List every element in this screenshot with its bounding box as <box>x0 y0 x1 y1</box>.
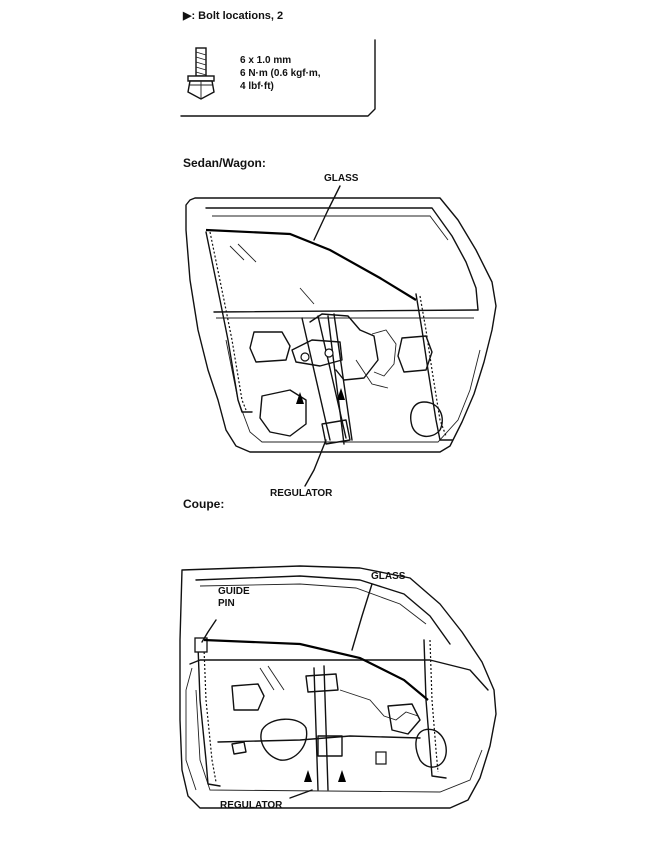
sedan-regulator-label: REGULATOR <box>270 488 333 499</box>
coupe-glass-label: GLASS <box>371 571 406 582</box>
bolt-location-arrow-icon <box>338 770 346 782</box>
coupe-guide-pin-label-1: GUIDE <box>218 586 250 597</box>
bolt-locations-heading: ▶: Bolt locations, 2 <box>183 10 284 22</box>
coupe-guide-pin-label-2: PIN <box>218 598 235 609</box>
sedan-glass-label: GLASS <box>324 173 359 184</box>
coupe-title: Coupe: <box>183 497 225 511</box>
bolt-location-arrow-icon <box>296 392 304 404</box>
bolt-icon <box>187 47 215 100</box>
coupe-regulator-label: REGULATOR <box>220 800 283 811</box>
coupe-bolt-arrows <box>304 770 346 782</box>
bolt-size: 6 x 1.0 mm <box>240 55 292 66</box>
coupe-door-diagram <box>179 565 497 809</box>
bolt-location-arrow-icon <box>304 770 312 782</box>
bolt-spec-box <box>180 39 376 117</box>
bolt-torque-line2: 4 lbf·ft) <box>240 81 274 92</box>
sedan-wagon-title: Sedan/Wagon: <box>183 156 266 170</box>
sedan-bolt-arrows <box>296 388 345 404</box>
bolt-torque-line1: 6 N·m (0.6 kgf·m, <box>240 68 321 79</box>
sedan-door-diagram <box>185 185 497 487</box>
bolt-location-arrow-icon <box>337 388 345 400</box>
